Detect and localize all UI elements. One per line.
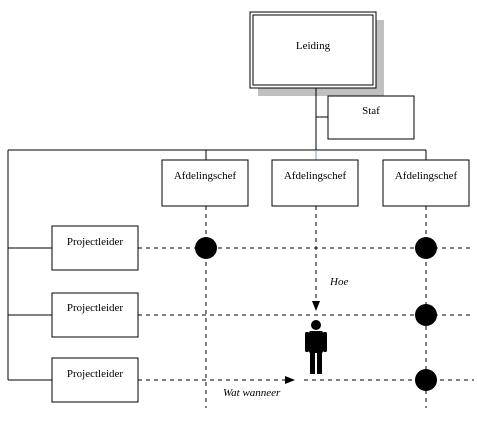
leiding-box-outer — [249, 11, 377, 89]
project-box-2: Projectleider — [51, 292, 139, 338]
department-box-3: Afdelingschef — [382, 159, 470, 207]
leiding-box: Leiding — [249, 11, 384, 96]
leiding-box-inner — [252, 14, 374, 86]
department-1-label: Afdelingschef — [174, 170, 237, 182]
project-box-2-rect — [51, 292, 139, 338]
department-box-2: Afdelingschef — [271, 159, 359, 207]
what-when-annotation: Wat wanneer — [223, 387, 281, 399]
project-2-label: Projectleider — [67, 302, 124, 314]
staf-box: Staf — [327, 95, 415, 140]
department-3-label: Afdelingschef — [395, 170, 458, 182]
project-3-label: Projectleider — [67, 368, 124, 380]
intersection-dot-3 — [415, 304, 437, 326]
intersection-dot-1 — [195, 237, 217, 259]
project-1-label: Projectleider — [67, 236, 124, 248]
staf-box-rect — [327, 95, 415, 140]
how-annotation: Hoe — [329, 276, 348, 288]
department-box-2-rect — [271, 159, 359, 207]
department-box-1: Afdelingschef — [161, 159, 249, 207]
department-2-label: Afdelingschef — [284, 170, 347, 182]
project-box-1-rect — [51, 225, 139, 271]
person-icon — [305, 320, 327, 374]
intersection-dot-2 — [415, 237, 437, 259]
project-box-3-rect — [51, 357, 139, 403]
project-box-1: Projectleider — [51, 225, 139, 271]
staf-label: Staf — [362, 105, 380, 117]
project-box-3: Projectleider — [51, 357, 139, 403]
department-box-3-rect — [382, 159, 470, 207]
intersection-dot-4 — [415, 369, 437, 391]
leiding-label: Leiding — [296, 40, 331, 52]
department-box-1-rect — [161, 159, 249, 207]
